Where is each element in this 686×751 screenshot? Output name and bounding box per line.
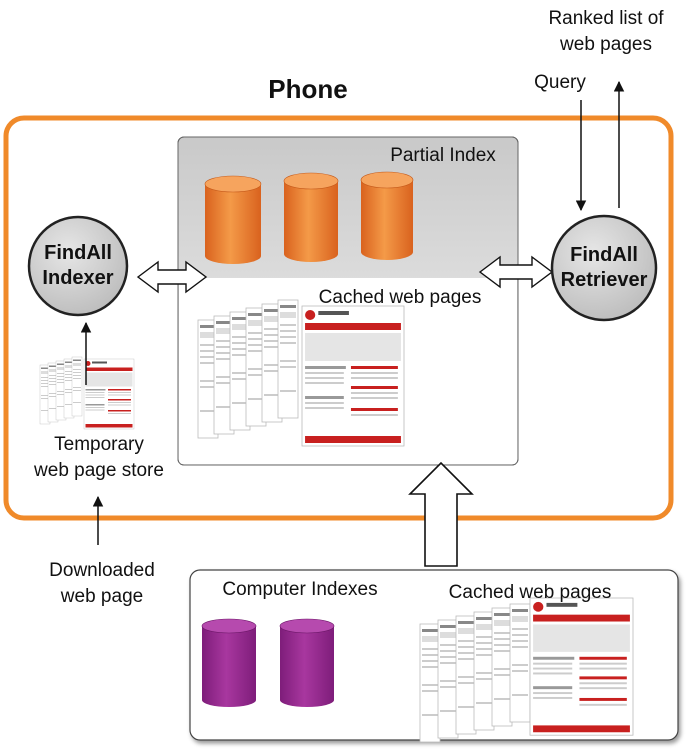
indexer-label: FindAll Indexer [28,241,128,291]
query-label: Query [534,72,586,93]
temp-store-line2: web page store [34,460,164,481]
indexer-node [27,215,129,317]
retriever-label-line2: Retriever [560,269,648,291]
ranked-list-line2: web pages [560,34,652,55]
phone-title: Phone [268,74,348,104]
retriever-node [550,214,658,322]
index-cylinder-2 [283,172,339,262]
retriever-label-line1: FindAll [570,244,638,266]
computer-index-cylinder-2 [279,618,335,707]
computer-index-cylinder-1 [201,618,257,707]
indexer-double-arrow [136,260,208,294]
downloaded-line2: web page [60,586,144,607]
computer-cached-label: Cached web pages [448,582,612,603]
partial-index-label: Partial Index [390,145,496,166]
downloaded-label: Downloaded web page [32,558,172,610]
ranked-list-line1: Ranked list of [548,8,664,29]
downloaded-line1: Downloaded [49,560,155,581]
retriever-label: FindAll Retriever [549,243,659,293]
indexer-label-line1: FindAll [44,242,112,264]
computer-indexes-label: Computer Indexes [222,579,378,600]
cached-pages-label: Cached web pages [318,287,482,308]
temp-store-label: Temporary web page store [14,432,184,484]
temp-store-line1: Temporary [54,434,144,455]
ranked-list-label: Ranked list of web pages [526,6,686,58]
temp-store-thumbnails [39,356,135,430]
sync-arrow [408,461,474,567]
index-cylinder-3 [360,171,414,260]
indexer-label-line2: Indexer [42,267,114,289]
index-cylinder-1 [204,175,262,264]
